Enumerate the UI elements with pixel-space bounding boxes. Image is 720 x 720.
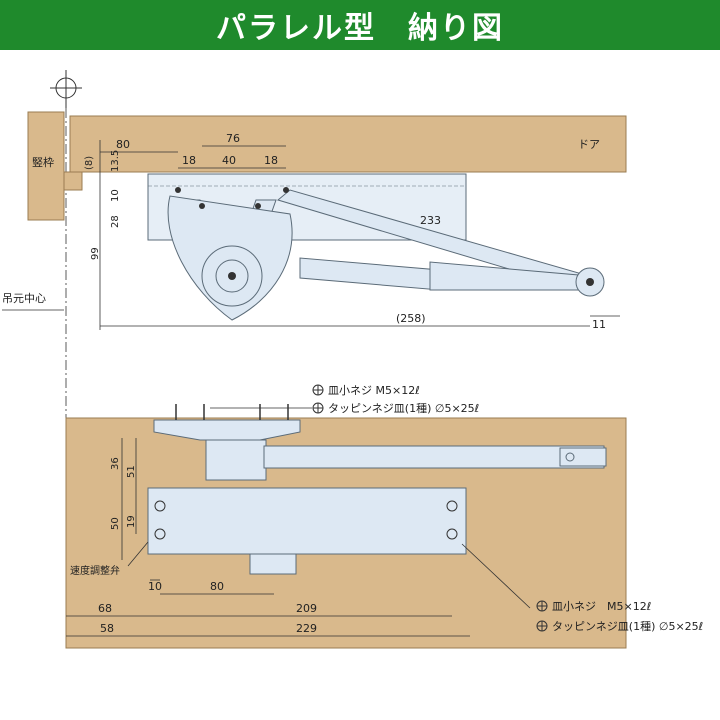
dim-80-top: 80 — [116, 138, 130, 151]
hinge-center-label: 吊元中心 — [2, 292, 46, 305]
dim-8: (8) — [84, 156, 95, 170]
dim-36: 36 — [110, 457, 121, 470]
speed-valve-label: 速度調整弁 — [70, 564, 120, 577]
callout-upper-2: タッピンネジ皿(1種) ∅5×25ℓ — [328, 401, 479, 415]
frame-label: 竪枠 — [32, 155, 54, 169]
dim-10-front: 10 — [148, 580, 162, 593]
door-label: ドア — [578, 138, 600, 151]
dim-258: (258) — [396, 312, 426, 325]
dim-10: 10 — [110, 189, 121, 202]
screw-icon-lower-1 — [536, 600, 548, 612]
bracket-screws — [175, 404, 289, 420]
dim-58: 58 — [100, 622, 114, 635]
front-dimension-lines — [66, 438, 470, 637]
closer-body — [147, 487, 467, 555]
dim-51: 51 — [126, 465, 137, 478]
screw-icon-lower-2 — [536, 620, 548, 632]
crosshair-icon — [50, 70, 82, 108]
dim-13-5: 13.5 — [110, 150, 121, 172]
dim-80-front: 80 — [210, 580, 224, 593]
dim-18a: 18 — [182, 154, 196, 167]
dim-99: 99 — [90, 247, 101, 260]
dim-19: 19 — [126, 515, 137, 528]
callout-lower-1: 皿小ネジ M5×12ℓ — [552, 600, 651, 613]
callout-lower-2: タッピンネジ皿(1種) ∅5×25ℓ — [552, 619, 703, 633]
dim-233: 233 — [420, 214, 441, 227]
callout-upper-1: 皿小ネジ M5×12ℓ — [328, 384, 420, 397]
dim-11: 11 — [592, 318, 606, 331]
dim-50: 50 — [110, 517, 121, 530]
body-screws — [154, 500, 458, 540]
closer-valve-housing — [249, 553, 297, 575]
title-bar: パラレル型 納り図 — [0, 0, 720, 50]
top-dimension-lines — [99, 140, 620, 330]
dim-229: 229 — [296, 622, 317, 635]
screw-icon-upper-1 — [312, 384, 324, 396]
dim-28: 28 — [110, 215, 121, 228]
screw-icon-upper-2 — [312, 402, 324, 414]
dim-40: 40 — [222, 154, 236, 167]
dim-76: 76 — [226, 132, 240, 145]
page-title: パラレル型 納り図 — [216, 11, 504, 46]
door-panel — [69, 115, 627, 173]
dim-209: 209 — [296, 602, 317, 615]
frame-block — [27, 111, 83, 221]
dim-68: 68 — [98, 602, 112, 615]
dim-18b: 18 — [264, 154, 278, 167]
arm-bracket — [153, 419, 607, 481]
